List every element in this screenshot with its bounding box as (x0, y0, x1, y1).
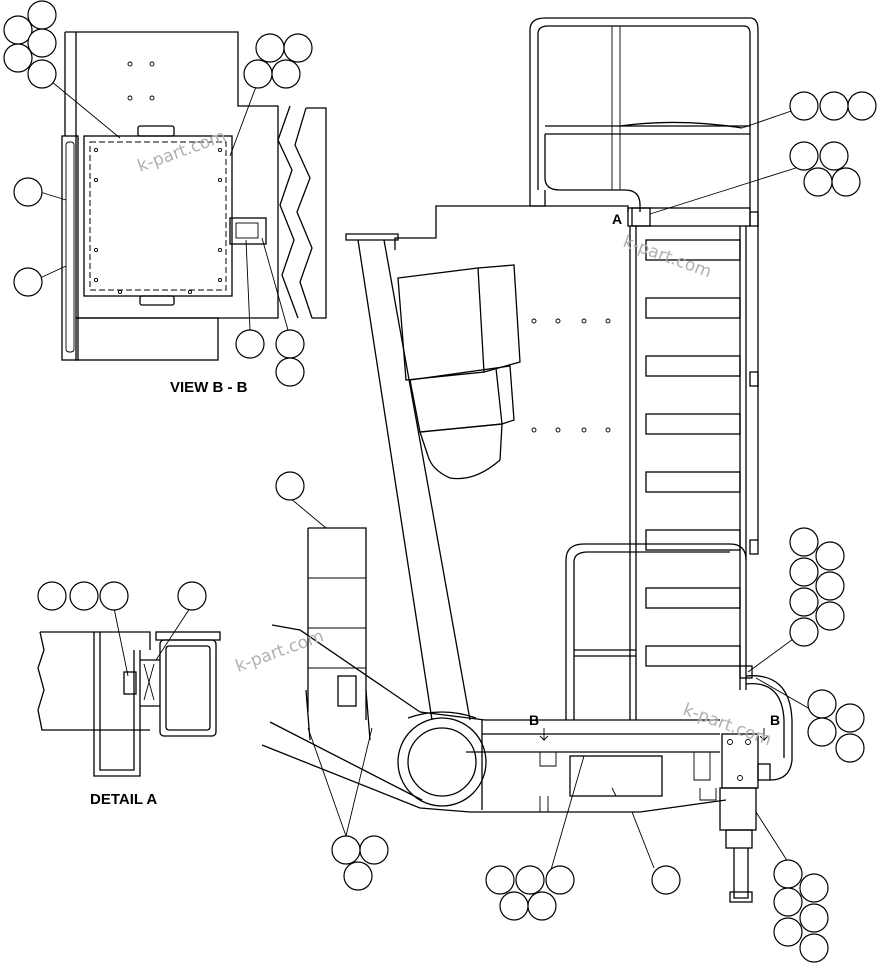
section-mark-b-right: B (770, 712, 780, 728)
watermark-3: k-part.com (233, 626, 327, 676)
section-mark-a: A (612, 211, 622, 227)
main-view-drawing (261, 17, 793, 903)
section-marks: A B B (529, 211, 780, 742)
section-mark-b-left: B (529, 712, 539, 728)
ladder-rungs (645, 239, 741, 667)
leader-lines (39, 71, 823, 881)
deck-bolts (531, 318, 611, 433)
detail-a-drawing (37, 631, 221, 777)
detail-a-label: DETAIL A (90, 791, 157, 808)
watermark-1: k-part.com (135, 126, 229, 176)
view-bb-drawing (61, 31, 327, 361)
bolt-holes (93, 61, 223, 295)
callout-bubbles (3, 0, 877, 963)
watermarks: k-part.com k-part.com k-part.com k-part.… (135, 126, 774, 750)
view-bb-label: VIEW B - B (170, 379, 248, 396)
